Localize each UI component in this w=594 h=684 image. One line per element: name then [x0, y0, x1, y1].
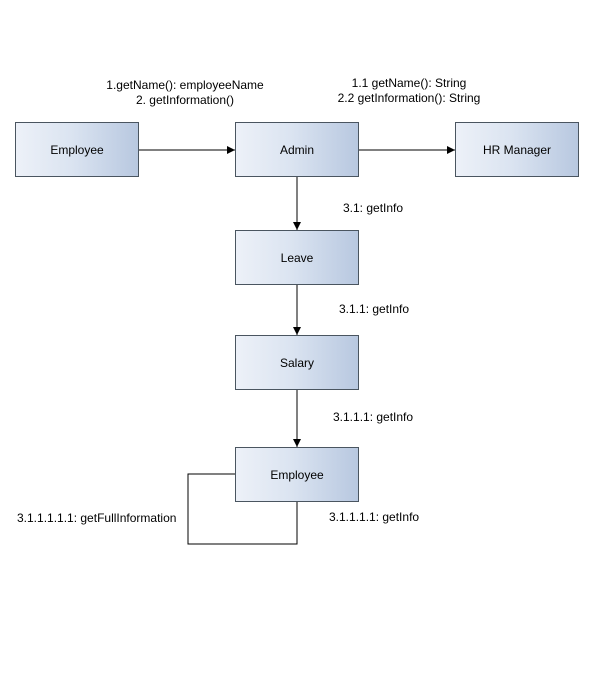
message-get-information: 2. getInformation() [135, 93, 235, 107]
employee-top-node[interactable]: Employee [15, 122, 139, 177]
message-label-admin-leave: 3.1: getInfo [343, 201, 404, 215]
message-label-self-loop-right: 3.1.1.1.1: getInfo [329, 510, 420, 524]
message-get-information-string: 2.2 getInformation(): String [337, 91, 481, 105]
edge-employee-self-loop [187, 473, 298, 545]
salary-node[interactable]: Salary [235, 335, 359, 390]
message-label-salary-employee: 3.1.1.1: getInfo [333, 410, 414, 424]
message-get-name: 1.getName(): employeeName [106, 78, 264, 92]
leave-label: Leave [280, 250, 314, 265]
hr-manager-label: HR Manager [482, 142, 552, 157]
message-label-employee-admin: 1.getName(): employeeName 2. getInformat… [100, 78, 270, 108]
employee-bottom-label: Employee [270, 467, 324, 482]
message-label-leave-salary: 3.1.1: getInfo [339, 302, 410, 316]
admin-node[interactable]: Admin [235, 122, 359, 177]
message-label-admin-hr: 1.1 getName(): String 2.2 getInformation… [330, 76, 488, 106]
salary-label: Salary [279, 355, 314, 370]
employee-top-label: Employee [50, 142, 104, 157]
leave-node[interactable]: Leave [235, 230, 359, 285]
employee-bottom-node[interactable]: Employee [235, 447, 359, 502]
message-get-name-string: 1.1 getName(): String [351, 76, 467, 90]
message-label-self-loop-left: 3.1.1.1.1.1: getFullInformation [17, 511, 177, 525]
hr-manager-node[interactable]: HR Manager [455, 122, 579, 177]
admin-label: Admin [279, 142, 314, 157]
